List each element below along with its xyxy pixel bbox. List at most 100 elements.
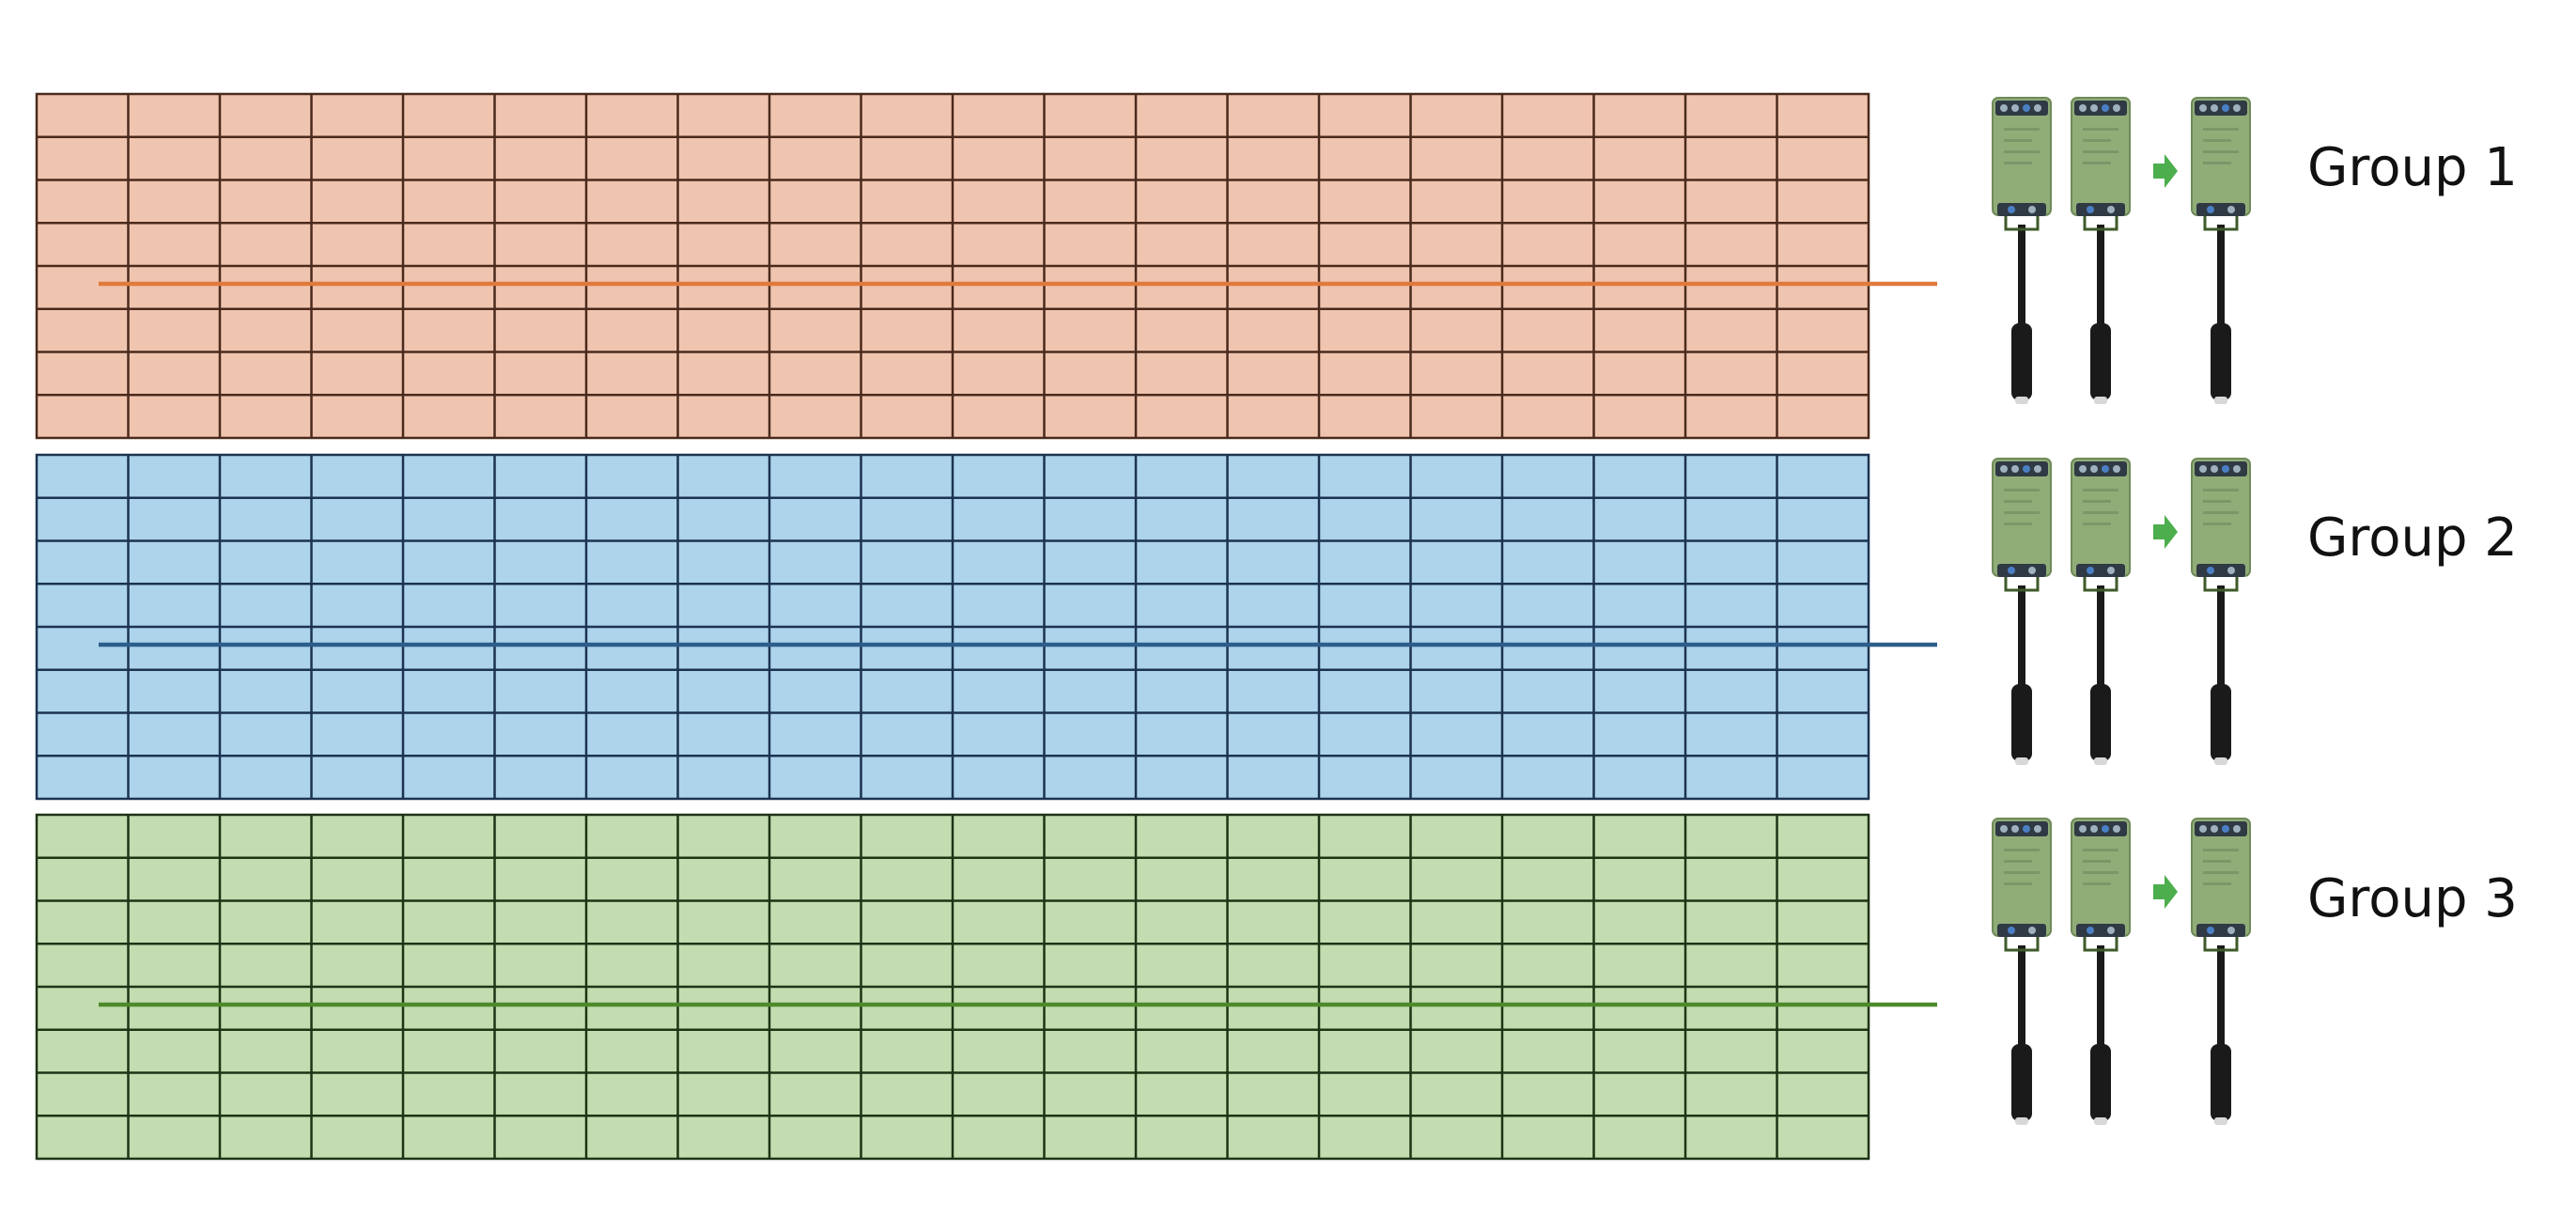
group-1-green-right-arrow-icon [2153, 154, 2178, 188]
device-bottom-terminal [2196, 924, 2245, 937]
device-terminal-screw [2233, 465, 2241, 473]
device-top-terminal [2195, 821, 2247, 836]
solar-panel-array-2 [35, 453, 1937, 801]
device-terminal-screw [2028, 206, 2036, 213]
device-face-marking [2004, 489, 2040, 491]
device-face-marking [2203, 871, 2239, 874]
device-terminal-screw [2102, 104, 2109, 112]
device-face-marking [2083, 523, 2111, 525]
device-terminal-screw [2113, 465, 2120, 473]
device-cable [2018, 945, 2025, 1049]
device-cable [2018, 585, 2025, 689]
device-probe [2090, 684, 2111, 761]
group-1-monitor-device-2 [2071, 97, 2131, 404]
device-face-marking [2004, 523, 2032, 525]
device-probe-tip [2214, 397, 2227, 404]
device-probe [2011, 1044, 2032, 1121]
device-face-marking [2083, 882, 2111, 885]
device-top-terminal [2074, 101, 2127, 116]
device-probe-tip [2094, 1117, 2107, 1125]
device-terminal-screw [2107, 206, 2115, 213]
group-3-green-right-arrow-icon [2153, 875, 2178, 909]
device-probe [2211, 1044, 2231, 1121]
device-face-marking [2083, 150, 2118, 153]
device-cable [2097, 225, 2104, 328]
device-terminal-screw [2211, 825, 2218, 833]
device-terminal-screw [2227, 567, 2235, 574]
device-probe-tip [2094, 397, 2107, 404]
device-terminal-screw [2222, 825, 2229, 833]
device-face-marking [2203, 882, 2231, 885]
device-face-marking [2083, 128, 2118, 131]
device-terminal-screw [2199, 825, 2207, 833]
device-bottom-terminal [1997, 924, 2046, 937]
device-face-marking [2004, 860, 2032, 863]
device-bottom-terminal [2196, 564, 2245, 577]
device-face-marking [2004, 511, 2040, 514]
device-bottom-terminal [2076, 564, 2125, 577]
group-1-monitor-device-3 [2191, 97, 2251, 404]
device-top-terminal [1995, 821, 2048, 836]
device-terminal-screw [2211, 465, 2218, 473]
device-face-marking [2203, 489, 2239, 491]
device-face-marking [2203, 128, 2239, 131]
device-face-marking [2083, 511, 2118, 514]
device-probe-tip [2214, 1117, 2227, 1125]
device-terminal-screw [2000, 825, 2008, 833]
device-bottom-terminal [1997, 564, 2046, 577]
device-top-terminal [1995, 461, 2048, 476]
device-face-marking [2004, 139, 2032, 142]
device-face-marking [2203, 500, 2231, 503]
device-terminal-screw [2011, 104, 2019, 112]
device-face-marking [2203, 849, 2239, 851]
device-terminal-screw [2008, 927, 2015, 934]
device-terminal-screw [2233, 825, 2241, 833]
device-terminal-screw [2079, 825, 2087, 833]
group-2-monitor-device-3 [2191, 458, 2251, 765]
device-probe [2011, 323, 2032, 400]
device-probe-tip [2015, 397, 2028, 404]
device-face-marking [2083, 489, 2118, 491]
device-face-marking [2004, 162, 2032, 164]
group-2-monitor-device-2 [2071, 458, 2131, 765]
device-terminal-screw [2227, 206, 2235, 213]
device-face-marking [2004, 849, 2040, 851]
device-face-marking [2203, 139, 2231, 142]
device-terminal-screw [2199, 465, 2207, 473]
device-cable [2217, 945, 2225, 1049]
device-terminal-screw [2207, 927, 2214, 934]
device-terminal-screw [2222, 465, 2229, 473]
device-bottom-terminal [2076, 203, 2125, 216]
device-face-marking [2203, 860, 2231, 863]
group-3-monitor-device-2 [2071, 818, 2131, 1125]
device-terminal-screw [2079, 104, 2087, 112]
device-terminal-screw [2008, 206, 2015, 213]
device-face-marking [2203, 162, 2231, 164]
device-cable [2097, 945, 2104, 1049]
group-3-monitor-device-3 [2191, 818, 2251, 1125]
device-face-marking [2203, 150, 2239, 153]
device-terminal-screw [2227, 927, 2235, 934]
device-terminal-screw [2023, 104, 2030, 112]
device-terminal-screw [2008, 567, 2015, 574]
device-top-terminal [2195, 101, 2247, 116]
device-bottom-terminal [1997, 203, 2046, 216]
device-terminal-screw [2102, 465, 2109, 473]
device-face-marking [2004, 871, 2040, 874]
device-terminal-screw [2113, 825, 2120, 833]
device-terminal-screw [2222, 104, 2229, 112]
device-top-terminal [2074, 461, 2127, 476]
device-terminal-screw [2000, 104, 2008, 112]
device-face-marking [2083, 162, 2111, 164]
device-terminal-screw [2028, 567, 2036, 574]
device-terminal-screw [2034, 825, 2041, 833]
device-terminal-screw [2211, 104, 2218, 112]
device-face-marking [2083, 871, 2118, 874]
device-terminal-screw [2000, 465, 2008, 473]
device-terminal-screw [2102, 825, 2109, 833]
device-probe [2090, 1044, 2111, 1121]
device-bottom-terminal [2076, 924, 2125, 937]
device-face-marking [2083, 849, 2118, 851]
device-probe-tip [2214, 757, 2227, 765]
